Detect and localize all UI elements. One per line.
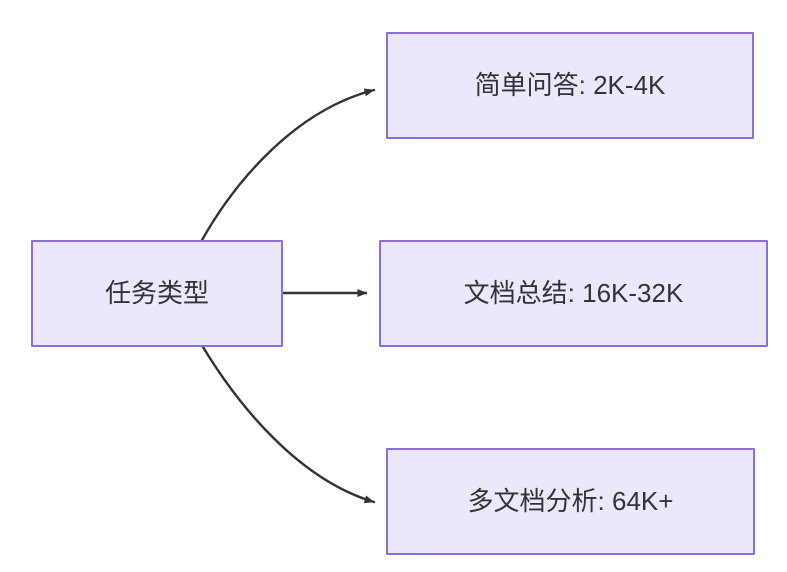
edge-source-simple [200,88,376,242]
node-label-document-summary: 文档总结: 16K-32K [463,277,684,308]
node-multi-document-analysis[interactable]: 多文档分析: 64K+ [386,448,755,555]
node-label-simple-qa: 简单问答: 2K-4K [474,69,666,100]
node-task-type[interactable]: 任务类型 [31,240,283,347]
edge-source-multi [201,345,376,504]
node-simple-qa[interactable]: 简单问答: 2K-4K [386,32,754,139]
node-label-task-type: 任务类型 [104,277,209,308]
node-label-multi-document-analysis: 多文档分析: 64K+ [467,485,674,516]
node-document-summary[interactable]: 文档总结: 16K-32K [379,240,768,347]
